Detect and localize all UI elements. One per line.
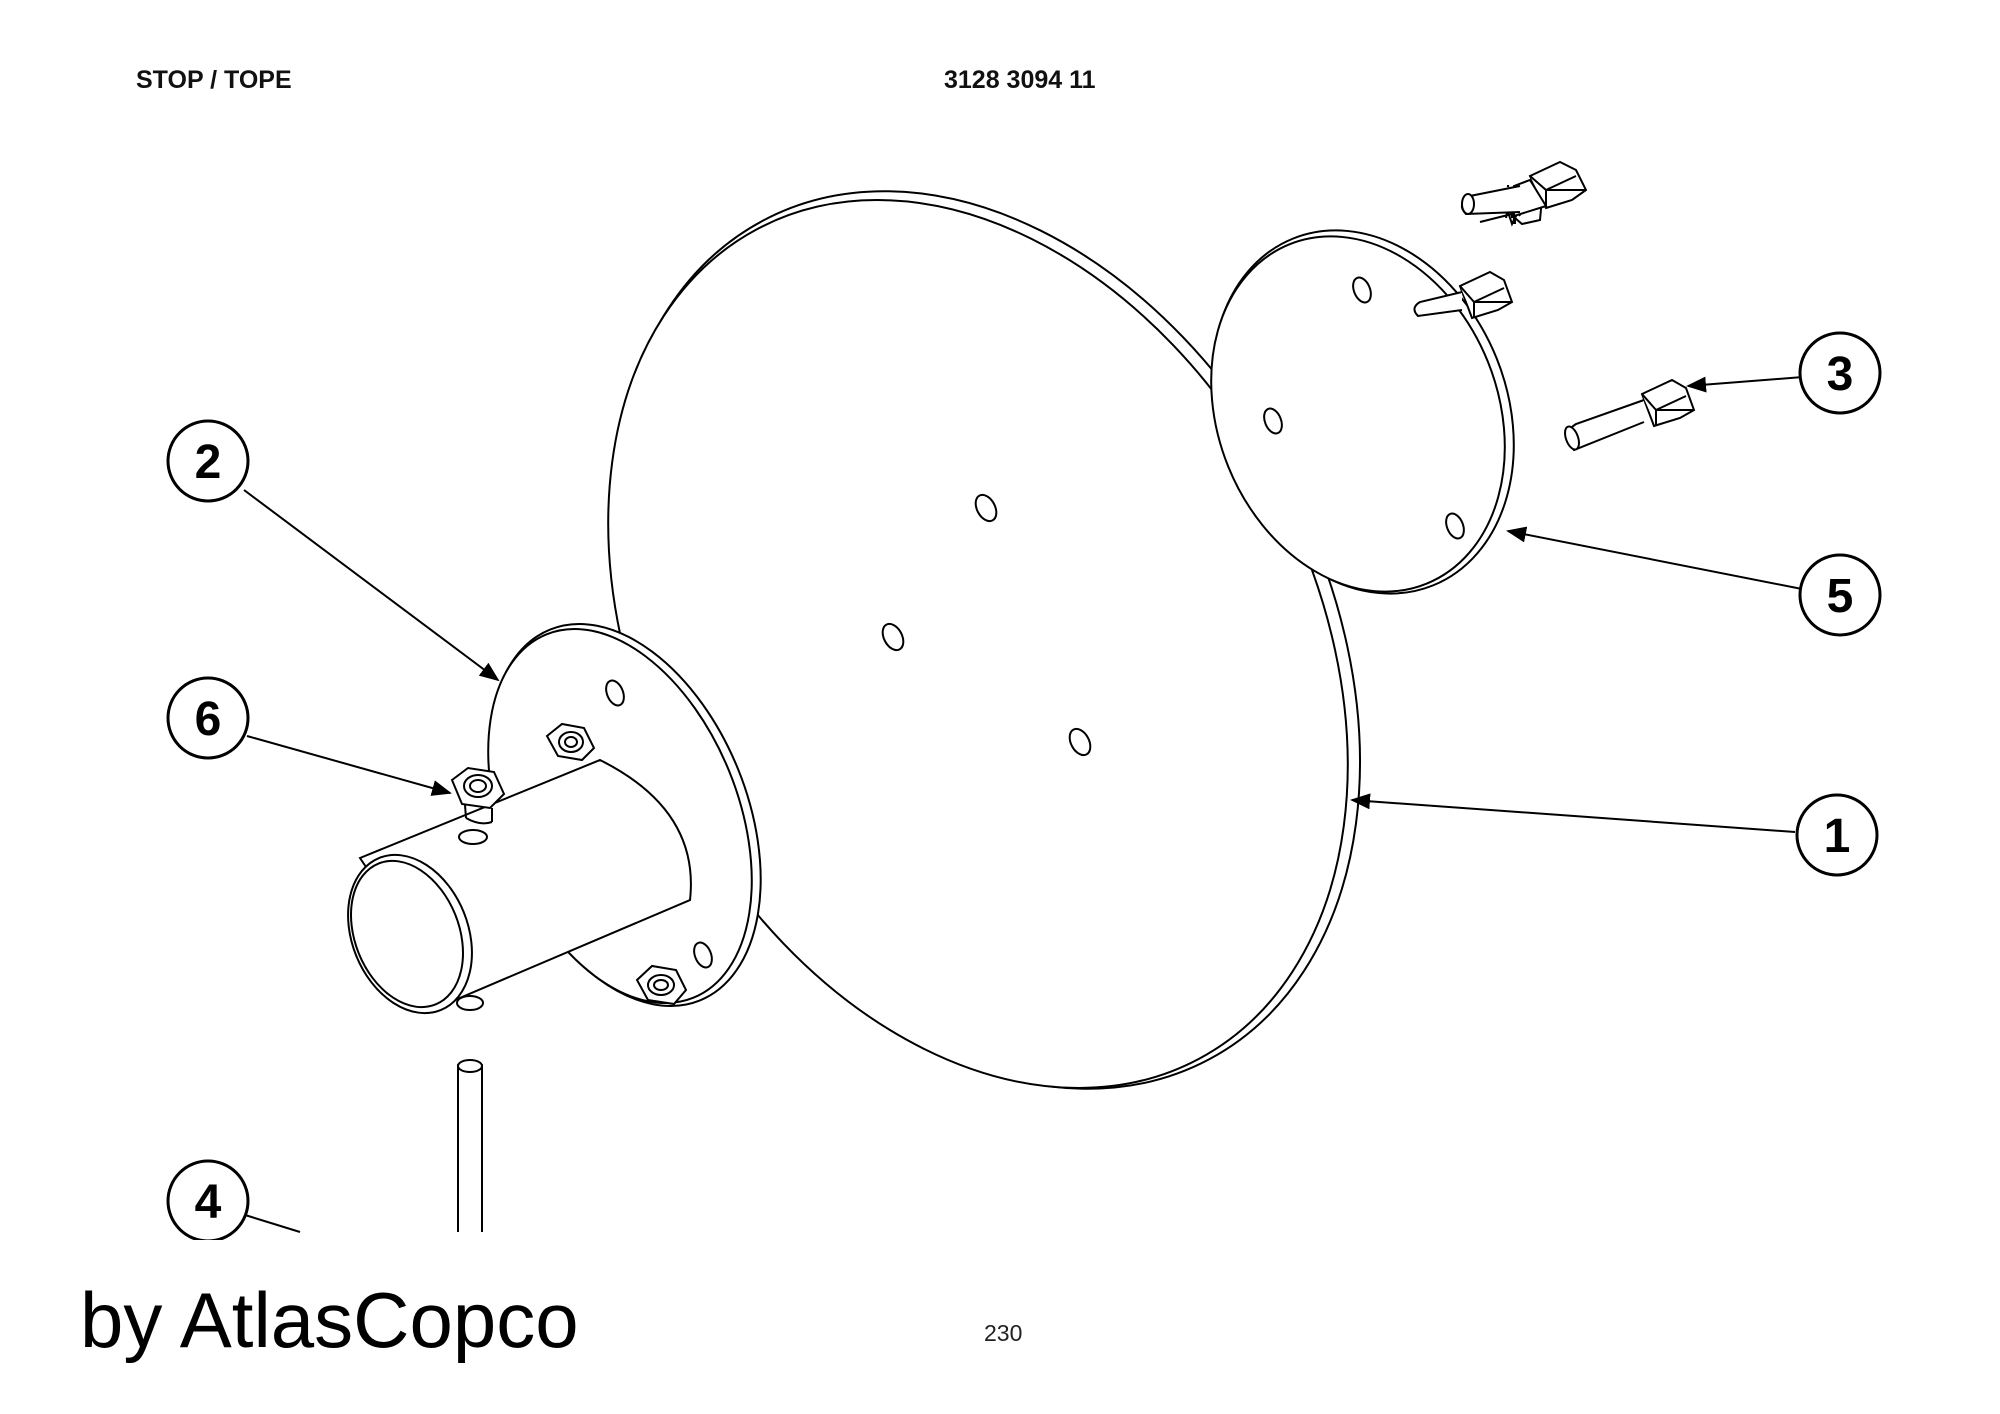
leader-2 — [243, 489, 500, 682]
bolt-top-shaft — [1460, 160, 1588, 218]
leader-1 — [1350, 793, 1796, 833]
callout-2-label: 2 — [195, 436, 222, 489]
callout-4-label: 4 — [195, 1176, 222, 1229]
set-screw-nut — [450, 766, 506, 825]
exploded-view-drawing: 1 2 3 4 5 6 — [166, 160, 1882, 1240]
callout-3: 3 — [1798, 331, 1882, 415]
bolt-lower — [1564, 378, 1696, 452]
leader-5 — [1506, 526, 1803, 590]
callout-5-label: 5 — [1827, 570, 1854, 623]
part-number: 3128 3094 11 — [944, 66, 1096, 94]
hub-nut-bottom — [635, 964, 688, 1006]
callout-2: 2 — [166, 419, 250, 503]
callout-5: 5 — [1798, 553, 1882, 637]
leader-4 — [244, 1214, 301, 1233]
callout-1-label: 1 — [1824, 810, 1851, 863]
small-plate — [1210, 229, 1515, 595]
callout-6: 6 — [166, 676, 250, 760]
watermark-text: by AtlasCopco — [80, 1276, 579, 1364]
hub-cylinder — [347, 758, 692, 1015]
callout-1: 1 — [1795, 793, 1879, 877]
page-number: 230 — [984, 1320, 1023, 1346]
large-disc — [607, 190, 1361, 1090]
drawing-title: STOP / TOPE — [136, 66, 292, 94]
hub-nut-top — [545, 722, 596, 762]
leader-3 — [1686, 376, 1804, 393]
callout-4: 4 — [166, 1159, 250, 1240]
callout-3-label: 3 — [1827, 348, 1854, 401]
bolt-middle — [1413, 270, 1514, 320]
callout-6-label: 6 — [195, 693, 222, 746]
leader-6 — [246, 735, 452, 796]
shaft — [457, 1059, 483, 1232]
